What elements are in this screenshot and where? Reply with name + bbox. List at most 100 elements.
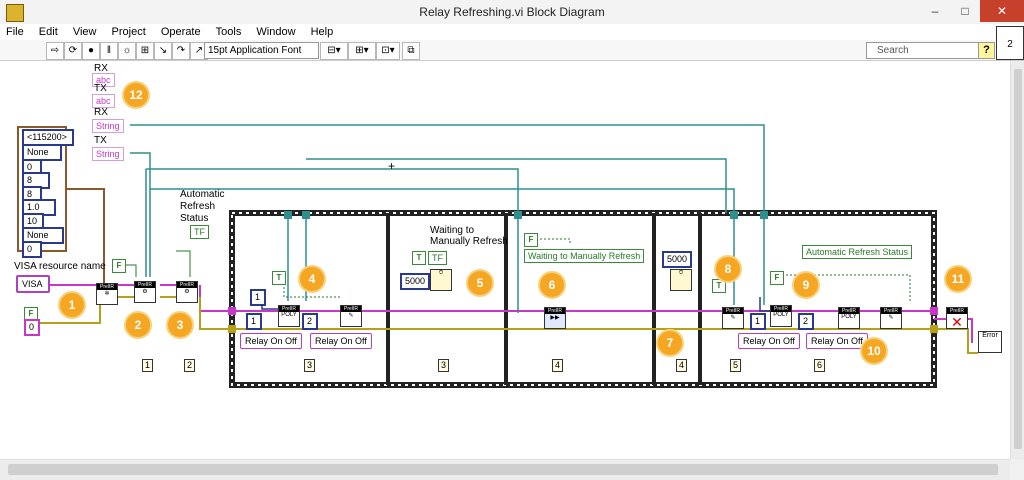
relay-number-1-const[interactable]: 1	[246, 313, 262, 330]
run-continuously-icon[interactable]: ⟳	[64, 42, 82, 60]
callout-badge-11: 11	[944, 265, 972, 293]
init-subvi-3[interactable]: PrelIR⚙	[176, 281, 198, 303]
distribute-objects-icon[interactable]: ⊞▾	[348, 42, 376, 60]
menu-help[interactable]: Help	[310, 26, 334, 38]
labview-app-icon	[6, 4, 24, 22]
menu-operate[interactable]: Operate	[160, 26, 201, 38]
tunnel-3	[514, 211, 522, 219]
auto-refresh-property-node[interactable]: Automatic Refresh Status	[802, 245, 913, 259]
error-in-code: 0	[24, 319, 40, 336]
sequence-number-5: 4	[552, 359, 563, 372]
relay-number-4-const[interactable]: 2	[798, 313, 814, 330]
constant-zero-2[interactable]: 0	[22, 241, 42, 258]
tunnel-1	[284, 211, 292, 219]
visa-configure-node[interactable]: PrelIR✲	[96, 283, 118, 305]
bool-wire-4	[540, 238, 571, 245]
sequence-number-1: 1	[142, 359, 153, 372]
callout-badge-12: 12	[122, 81, 150, 109]
vertical-scrollbar[interactable]	[1010, 61, 1024, 459]
reorder-icon[interactable]: ⧉	[402, 42, 420, 60]
horizontal-scroll-thumb[interactable]	[8, 464, 998, 475]
font-selector[interactable]: 15pt Application Font	[204, 42, 319, 59]
relay-number-2-const[interactable]: 2	[302, 313, 318, 330]
menu-file[interactable]: File	[6, 26, 24, 38]
bool-wire-2	[176, 250, 191, 277]
resize-objects-icon[interactable]: ⊡▾	[376, 42, 400, 60]
tx-string-ref: String	[92, 147, 124, 161]
waiting-label-1: Waiting to	[430, 225, 475, 236]
highlight-execution-icon[interactable]: ☼	[118, 42, 136, 60]
help-button[interactable]: ?	[978, 42, 995, 59]
bool-wire-1	[124, 264, 137, 277]
bool-wire-3	[283, 283, 340, 298]
bool-f-constant-2: F	[524, 233, 538, 247]
visa-close-node[interactable]: PrelIR✕	[946, 307, 968, 330]
menu-tools[interactable]: Tools	[215, 26, 242, 38]
menu-project[interactable]: Project	[111, 26, 146, 38]
minimize-button[interactable]: –	[931, 4, 939, 18]
search-input[interactable]: Search	[866, 42, 984, 59]
run-arrow-icon[interactable]: ⇨	[46, 42, 64, 60]
write-relay-subvi-2[interactable]: PrelIR✎	[340, 305, 362, 327]
tunnel-2	[302, 211, 310, 219]
window-title: Relay Refreshing.vi Block Diagram	[419, 5, 605, 19]
relay-on-off-ring-4[interactable]: Relay On Off	[806, 333, 868, 349]
tunnel-4	[730, 211, 738, 219]
maximize-button[interactable]: □	[961, 4, 969, 18]
write-relay-subvi-3[interactable]: PrelIR✎	[722, 307, 744, 329]
step-into-icon[interactable]: ↘	[154, 42, 172, 60]
read-relay-subvi[interactable]: PrelIR▶▶	[544, 307, 566, 329]
close-button[interactable]: ✕	[980, 0, 1024, 22]
menu-edit[interactable]: Edit	[38, 26, 58, 38]
step-over-icon[interactable]: ↷	[172, 42, 190, 60]
rx-string-ref: String	[92, 119, 124, 133]
relay-on-off-ring-3[interactable]: Relay On Off	[738, 333, 800, 349]
rx-ref-wire-2	[146, 168, 519, 213]
wait-5000-const-2[interactable]: 5000	[662, 251, 692, 268]
relay-on-off-ring-1[interactable]: Relay On Off	[240, 333, 302, 349]
rx-label-2: RX	[94, 107, 108, 118]
config-wire	[66, 188, 105, 285]
callout-badge-6: 6	[538, 271, 566, 299]
error-wire-1	[40, 296, 136, 324]
block-diagram-canvas[interactable]: RX abc TX abc RX String TX String <11520…	[0, 61, 1010, 459]
vertical-scroll-thumb[interactable]	[1014, 69, 1022, 449]
write-relay-subvi-6[interactable]: PrelIR✎	[880, 307, 902, 329]
align-objects-icon[interactable]: ⊟▾	[320, 42, 348, 60]
bool-t-constant-1: T	[272, 271, 286, 285]
horizontal-scrollbar[interactable]	[0, 459, 1010, 480]
tunnel-visa-in	[228, 307, 236, 315]
error-handler-node[interactable]: Error	[978, 331, 1002, 353]
tx-string-constant: abc	[92, 94, 115, 108]
callout-badge-5: 5	[466, 269, 494, 297]
init-subvi-2[interactable]: PrelIR⚙	[134, 281, 156, 303]
flat-sequence-frame	[229, 210, 937, 388]
menu-window[interactable]: Window	[256, 26, 296, 38]
callout-badge-3: 3	[166, 311, 194, 339]
auto-refresh-label-3: Status	[180, 213, 209, 224]
abort-icon[interactable]: ●	[82, 42, 100, 60]
wait-ms-timer-1: ⏱	[430, 269, 452, 291]
sequence-number-7: 5	[730, 359, 741, 372]
relay-on-off-ring-2[interactable]: Relay On Off	[310, 333, 372, 349]
cursor-crosshair-icon: +	[388, 159, 396, 173]
relay-index-1-const[interactable]: 1	[250, 289, 266, 306]
retain-wire-values-icon[interactable]: ⊞	[136, 42, 154, 60]
auto-refresh-label-2: Refresh	[180, 201, 216, 212]
auto-refresh-local-var[interactable]: TF	[190, 225, 209, 239]
menu-view[interactable]: View	[72, 26, 97, 38]
callout-badge-4: 4	[298, 265, 326, 293]
waiting-property-node[interactable]: Waiting to Manually Refresh	[524, 249, 645, 263]
waiting-local-var[interactable]: TF	[428, 251, 447, 265]
wait-5000-const-1[interactable]: 5000	[400, 273, 430, 290]
relay-number-3-const[interactable]: 1	[750, 313, 766, 330]
flow-control-ring[interactable]: None	[22, 227, 64, 244]
pause-icon[interactable]: ‖	[100, 42, 118, 60]
vi-icon: 2	[996, 26, 1024, 60]
menu-bar: File Edit View Project Operate Tools Win…	[0, 24, 1024, 40]
visa-resource-control[interactable]: VISA	[16, 275, 50, 293]
parity-ring[interactable]: None	[22, 144, 62, 161]
